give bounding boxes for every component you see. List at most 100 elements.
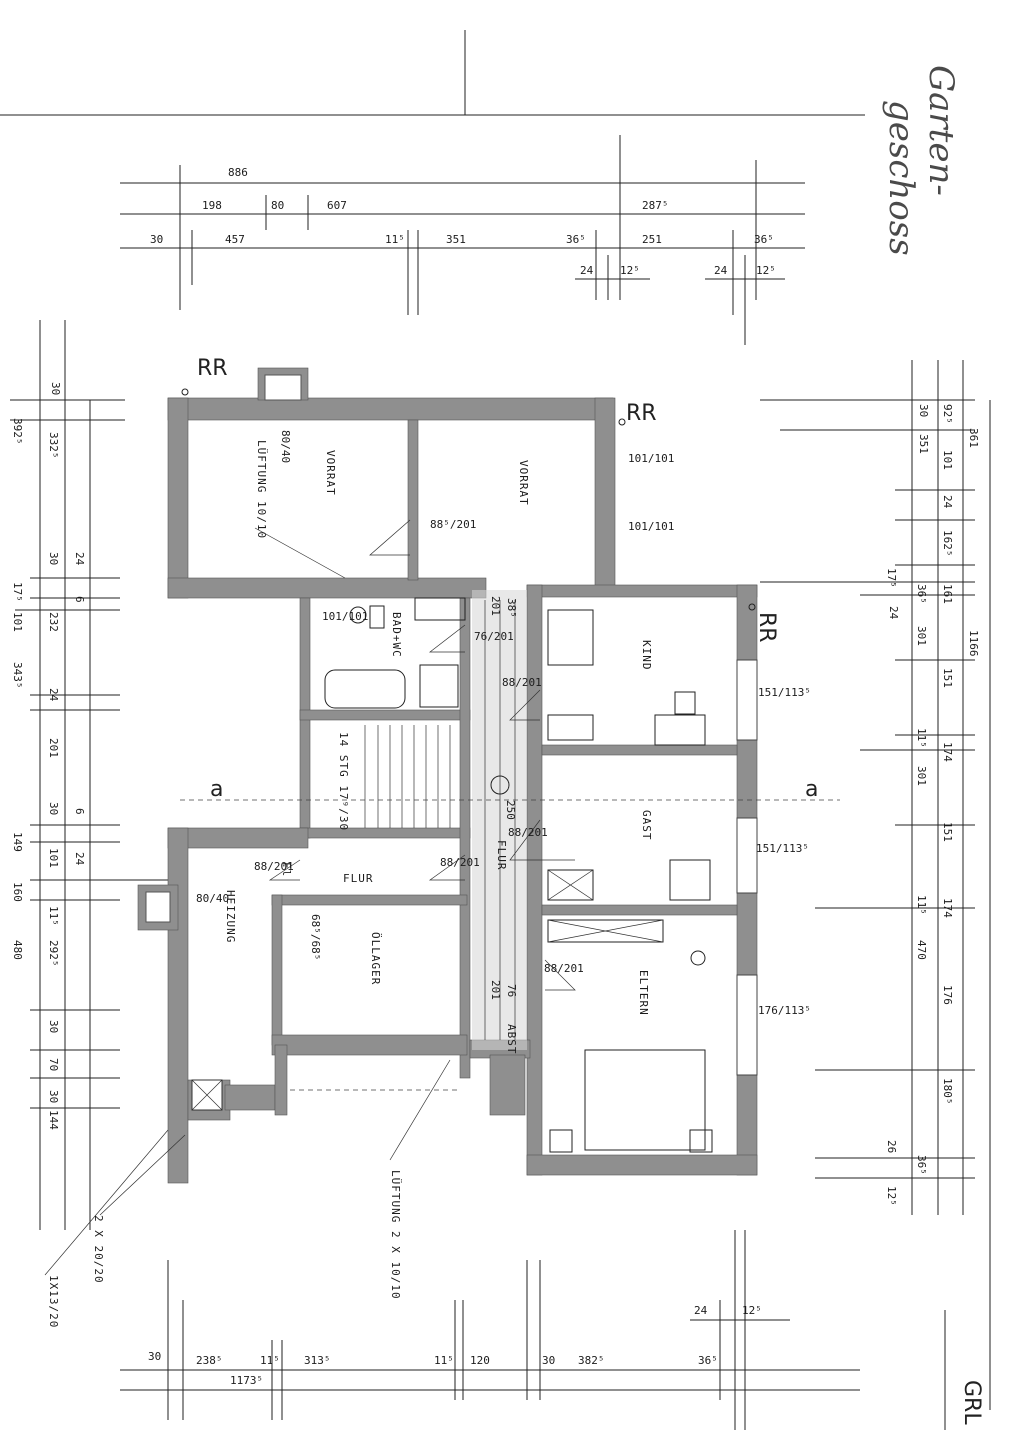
furniture (547, 609, 713, 1153)
dim-right-7: 17⁵ (885, 568, 898, 588)
dim-right-8: 36⁵ (915, 584, 928, 604)
opening-20: 76 (505, 984, 518, 997)
title-line-1: Garten- (921, 65, 961, 196)
dim-right-18: 11⁵ (915, 895, 928, 915)
dim-right-0: 30 (917, 404, 930, 417)
dim-right-10: 24 (887, 606, 900, 620)
dim-right-24: 36⁵ (915, 1155, 928, 1175)
dim-bottom-8: 36⁵ (698, 1354, 718, 1367)
chimney-label-2: RR (626, 401, 657, 426)
title-line-2: geschoss (881, 100, 921, 256)
dim-right-25: 12⁵ (885, 1186, 898, 1206)
building-walls (137, 367, 758, 1184)
opening-0: 101/101 (628, 452, 674, 465)
room-eltern: ELTERN (637, 970, 650, 1016)
dim-right-5: 24 (941, 495, 954, 509)
top-dimension-labels: 886 198 80 607 287⁵ 30 457 11⁵ 351 36⁵ 2… (150, 166, 776, 277)
corridor-hatching (472, 590, 527, 1050)
room-oellager: ÖLLAGER (369, 932, 382, 985)
opening-16: 201 (489, 596, 502, 616)
dim-right-20: 470 (915, 940, 928, 960)
dim-left-17: 160 (11, 882, 24, 902)
dim-left-16: 24 (73, 852, 86, 866)
dim-top-1: 198 (202, 199, 222, 212)
dim-left-2: 332⁵ (47, 432, 60, 459)
ventilation-small-label: LÜFTUNG 10/10 (255, 440, 268, 539)
dim-top-14: 24 (714, 264, 728, 277)
section-mark-right: a (805, 777, 818, 802)
dim-right-13: 151 (941, 668, 954, 688)
dim-top-0: 886 (228, 166, 248, 179)
dim-left-12: 30 (47, 802, 60, 815)
bathroom-fixtures (324, 597, 466, 709)
ventilation-b-label: 1X13/20 (47, 1275, 60, 1328)
handwritten-title: Garten- geschoss (881, 65, 961, 256)
room-gast: GAST (640, 810, 653, 841)
dim-right-4: 101 (941, 450, 954, 470)
opening-dimensions: 101/101 101/101 88⁵/201 101/101 76/201 8… (196, 430, 811, 1017)
dim-right-17: 151 (941, 822, 954, 842)
opening-12: 176/113⁵ (758, 1004, 811, 1017)
dim-bottom-2: 11⁵ (260, 1354, 280, 1367)
dim-right-6: 162⁵ (941, 530, 954, 557)
dim-top-3: 607 (327, 199, 347, 212)
dim-left-10: 24 (47, 688, 60, 702)
dim-top-5: 30 (150, 233, 163, 246)
ventilation-large-label: LÜFTUNG 2 X 10/10 (389, 1170, 402, 1300)
dim-right-16: 301 (915, 766, 928, 786)
opening-8: 151/113⁵ (756, 842, 809, 855)
dim-bottom-0: 30 (148, 1350, 161, 1363)
dim-right-15: 174 (941, 742, 954, 762)
dim-left-15: 101 (47, 848, 60, 868)
dim-right-19: 174 (941, 898, 954, 918)
dim-top-10: 251 (642, 233, 662, 246)
dim-top-8: 351 (446, 233, 466, 246)
dim-right-11: 301 (915, 626, 928, 646)
dim-left-20: 480 (11, 940, 24, 960)
dim-bottom-11: 1173⁵ (230, 1374, 263, 1387)
dim-left-8: 232 (47, 612, 60, 632)
dim-left-13: 6 (73, 808, 86, 815)
dim-left-1: 392⁵ (11, 418, 24, 445)
dim-left-9: 343⁵ (11, 662, 24, 689)
opening-14: 80/40 (196, 892, 229, 905)
chimney-label-1: RR (197, 356, 228, 381)
bottom-dimension-chain (120, 1230, 946, 1430)
chimney-label-3: RR (754, 612, 779, 643)
right-dimension-labels: 30 351 92⁵ 361 101 24 162⁵ 17⁵ 36⁵ 161 2… (885, 404, 980, 1206)
opening-13: 80/40 (279, 430, 292, 463)
corner-mark: GRL (959, 1380, 984, 1425)
dim-right-23: 26 (885, 1140, 898, 1153)
opening-2: 88⁵/201 (430, 518, 476, 531)
dim-bottom-9: 24 (694, 1304, 708, 1317)
dim-bottom-7: 382⁵ (578, 1354, 605, 1367)
opening-19: 201 (489, 980, 502, 1000)
dim-left-24: 144 (47, 1110, 60, 1130)
dim-left-7: 101 (11, 612, 24, 632)
dim-right-1: 351 (917, 434, 930, 454)
dim-bottom-10: 12⁵ (742, 1304, 762, 1317)
room-vorrat-left: VORRAT (324, 450, 337, 496)
right-dimension-chain (760, 360, 991, 1410)
leader-lines (44, 527, 460, 1276)
dim-top-13: 12⁵ (620, 264, 640, 277)
opening-10: 88/201 (254, 860, 294, 873)
dim-bottom-1: 238⁵ (196, 1354, 223, 1367)
opening-17: 38⁵ (505, 598, 518, 618)
dim-right-21: 176 (941, 985, 954, 1005)
dim-left-22: 70 (47, 1058, 60, 1071)
dim-left-6: 17⁵ (11, 582, 24, 602)
opening-6: 151/113⁵ (758, 686, 811, 699)
opening-11: 88/201 (544, 962, 584, 975)
dim-left-4: 24 (73, 552, 86, 566)
dim-left-11: 201 (47, 738, 60, 758)
section-mark-left: a (210, 777, 223, 802)
room-labels: VORRAT VORRAT BAD+WC KIND GAST ELTERN FL… (47, 440, 653, 1328)
dim-top-4: 287⁵ (642, 199, 669, 212)
opening-9: 88/201 (440, 856, 480, 869)
dim-left-23: 30 (47, 1090, 60, 1103)
dim-right-14: 11⁵ (915, 728, 928, 748)
top-dimension-chain (0, 30, 865, 345)
dim-right-3: 361 (967, 428, 980, 448)
